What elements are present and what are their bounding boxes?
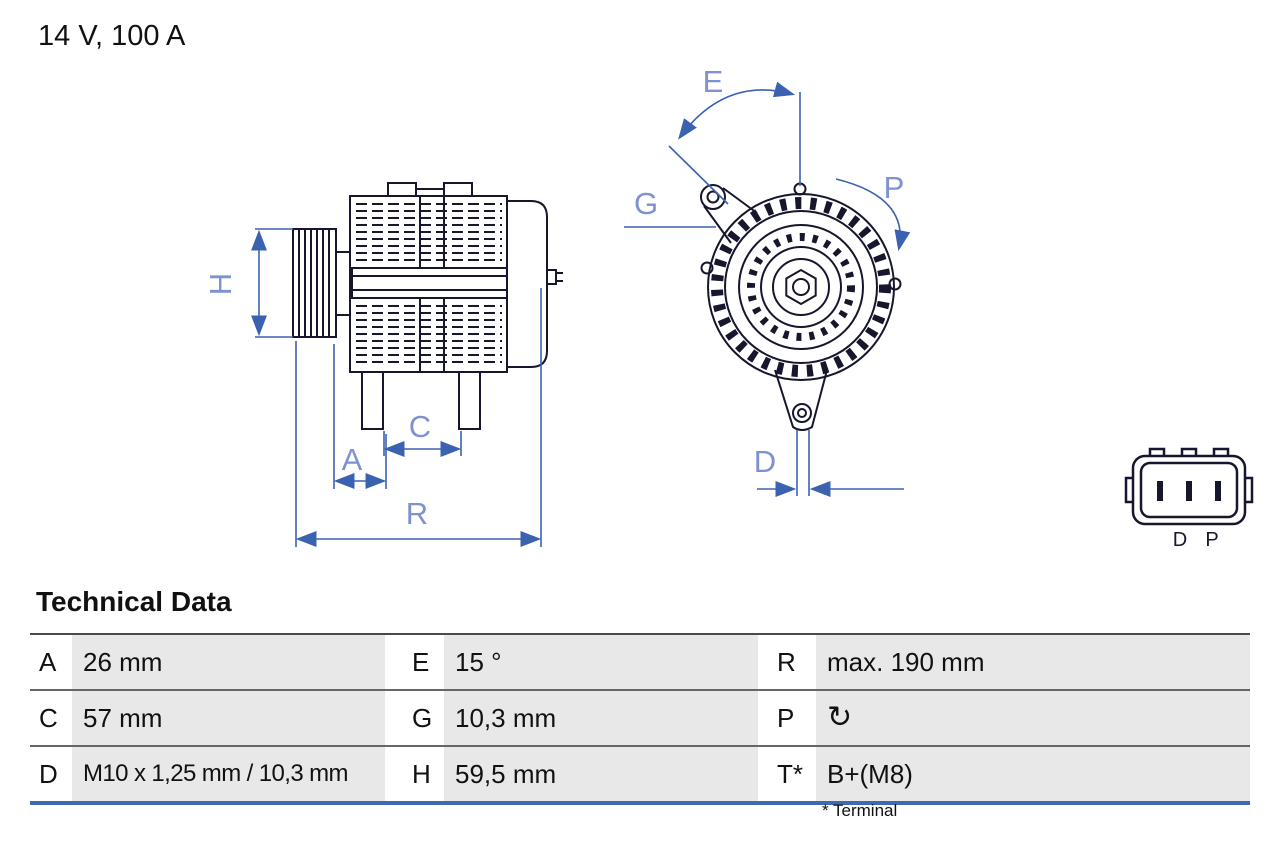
key-cell: R [758, 635, 816, 689]
technical-drawing: D P H A C R E G P D [203, 64, 1254, 551]
key-cell: E [385, 635, 444, 689]
value-cell: 59,5 mm [444, 747, 758, 801]
key-cell: T* [758, 747, 816, 801]
mounting-ear-hole [700, 184, 726, 210]
connector-label-d: D [1173, 529, 1187, 551]
value-cell: B+(M8) [816, 747, 1250, 801]
key-cell: H [385, 747, 444, 801]
dim-label-c: C [409, 409, 431, 444]
value-cell: 10,3 mm [444, 691, 758, 745]
cooling-fins-upper [356, 203, 502, 261]
table-row: D M10 x 1,25 mm / 10,3 mm H 59,5 mm T* B… [30, 747, 1250, 801]
rotation-arrow [835, 178, 911, 252]
shaft-nut [785, 268, 817, 306]
dimension-lines [251, 81, 911, 547]
technical-data-title: Technical Data [36, 586, 232, 617]
key-cell: D [30, 747, 72, 801]
bottom-mounting-lug [774, 369, 828, 431]
value-cell: 57 mm [72, 691, 385, 745]
vent-slots-outer [711, 197, 891, 377]
key-cell: A [30, 635, 72, 689]
table-row: A 26 mm E 15 ° R max. 190 mm [30, 635, 1250, 691]
vent-slots-inner [747, 233, 855, 341]
value-cell: M10 x 1,25 mm / 10,3 mm [72, 747, 385, 801]
rating-text: 14 V, 100 A [38, 20, 186, 52]
dim-label-p: P [884, 170, 905, 205]
dimension-labels: H A C R E G P D [203, 64, 904, 531]
value-cell: max. 190 mm [816, 635, 1250, 689]
dim-label-r: R [406, 496, 428, 531]
value-cell-rotation: ↻ [816, 691, 1250, 745]
connector-label-p: P [1205, 529, 1218, 551]
alternator-front-view [700, 182, 902, 431]
technical-data-table: A 26 mm E 15 ° R max. 190 mm C 57 mm G 1… [30, 633, 1250, 805]
terminal-footnote: * Terminal [822, 801, 898, 820]
table-row: C 57 mm G 10,3 mm P ↻ [30, 691, 1250, 747]
pulley-grooves [298, 230, 330, 336]
alternator-side-view [292, 182, 563, 430]
key-cell: P [758, 691, 816, 745]
connector-pins [1157, 481, 1221, 501]
key-cell: G [385, 691, 444, 745]
connector-drawing [1124, 447, 1254, 526]
dim-label-d: D [754, 444, 776, 479]
value-cell: 15 ° [444, 635, 758, 689]
dim-label-h: H [203, 273, 238, 295]
dim-label-a: A [342, 442, 363, 477]
value-cell: 26 mm [72, 635, 385, 689]
dim-label-e: E [703, 64, 724, 99]
key-cell: C [30, 691, 72, 745]
cooling-fins-lower [356, 305, 502, 363]
rotation-direction-icon: ↻ [827, 700, 853, 735]
dim-label-g: G [634, 186, 658, 221]
